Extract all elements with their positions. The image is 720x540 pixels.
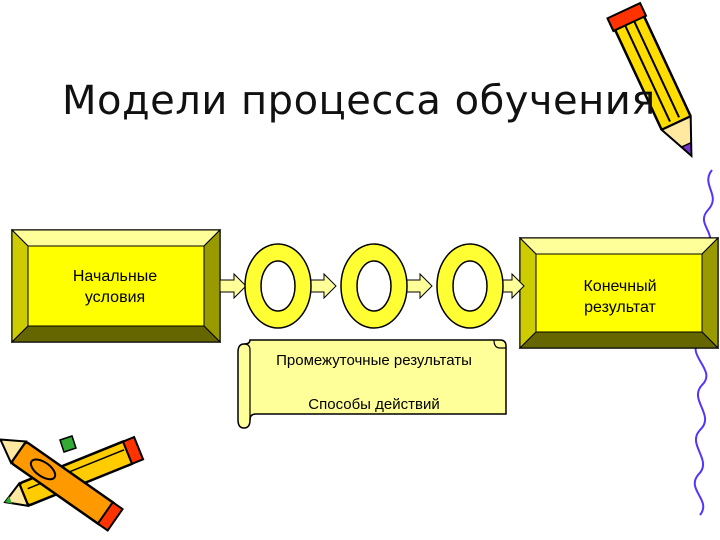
process-ring-3	[436, 243, 504, 329]
arrow-ring1-to-ring2	[309, 272, 337, 300]
start-box-label: Начальные условия	[40, 266, 190, 308]
arrow-start-to-ring1	[219, 272, 247, 300]
scroll-shape	[237, 339, 507, 429]
end-box-label-line1: Конечный	[583, 278, 657, 295]
arrow-ring3-to-end	[501, 272, 525, 300]
pencil-icon	[606, 1, 693, 158]
crossed-pencils-icon	[0, 435, 145, 532]
start-box	[10, 228, 222, 344]
end-box	[518, 236, 720, 350]
page-title: Модели процесса обучения	[62, 78, 656, 124]
start-box-label-line1: Начальные	[72, 268, 158, 285]
scroll-text-line2: Способы действий	[308, 396, 440, 413]
end-box-label-line2: результат	[584, 299, 656, 316]
start-box-label-line2: условия	[84, 289, 146, 306]
process-ring-1	[244, 243, 312, 329]
scroll-text-line1: Промежуточные результаты	[276, 352, 472, 369]
arrow-ring2-to-ring3	[405, 272, 433, 300]
process-ring-2	[340, 243, 408, 329]
end-box-label: Конечный результат	[540, 276, 700, 318]
